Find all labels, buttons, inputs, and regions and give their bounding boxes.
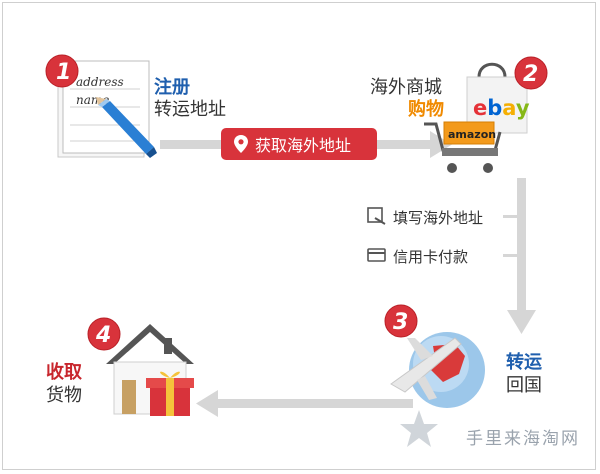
arrow-shaft-ship-receive xyxy=(218,399,413,408)
form-address-text: address xyxy=(76,75,124,89)
watermark-text: 手里来海淘网 xyxy=(466,429,580,449)
ebay-logo-text: ebay xyxy=(473,96,530,120)
fill-address-text: 填写海外地址 xyxy=(393,209,484,227)
location-pin-icon xyxy=(234,135,248,153)
svg-text:4: 4 xyxy=(95,323,111,348)
edit-icon xyxy=(367,207,386,225)
arrow-head-shop-ship xyxy=(507,310,536,334)
receive-subtitle: 货物 xyxy=(46,385,82,406)
svg-text:2: 2 xyxy=(523,62,538,87)
arrow-shaft-shop-ship xyxy=(517,178,526,310)
credit-pay-text: 信用卡付款 xyxy=(393,248,469,266)
shopping-cart-icon: amazon xyxy=(424,121,502,173)
pen-icon xyxy=(96,97,157,158)
step-4-badge: 4 xyxy=(87,317,121,351)
star-icon xyxy=(400,410,438,447)
shopping-bag-icon: ebay xyxy=(466,62,530,134)
get-address-label: 获取海外地址 xyxy=(255,136,352,155)
ship-subtitle: 回国 xyxy=(506,375,542,396)
credit-card-icon xyxy=(367,248,386,262)
step-3-badge: 3 xyxy=(384,304,418,338)
globe-plane-icon xyxy=(390,332,485,408)
house-gift-icon xyxy=(106,324,194,416)
receive-title: 收取 xyxy=(46,362,82,383)
step-1-badge: 1 xyxy=(45,54,79,88)
tick-credit-pay xyxy=(503,254,517,257)
shop-title: 海外商城 xyxy=(370,77,442,98)
step-2-badge: 2 xyxy=(514,56,548,90)
register-subtitle: 转运地址 xyxy=(154,99,226,120)
svg-text:3: 3 xyxy=(393,310,408,335)
svg-text:1: 1 xyxy=(56,60,71,85)
gift-box-icon xyxy=(146,371,194,416)
shop-subtitle: 购物 xyxy=(408,99,444,120)
register-title: 注册 xyxy=(154,77,190,98)
tick-fill-address xyxy=(503,215,517,218)
get-address-pill: 获取海外地址 xyxy=(221,128,377,160)
arrow-head-ship-receive xyxy=(196,390,218,417)
diagram-frame xyxy=(2,2,596,470)
airplane-icon xyxy=(390,337,462,400)
ship-title: 转运 xyxy=(506,352,542,373)
amazon-logo-text: amazon xyxy=(448,128,496,141)
